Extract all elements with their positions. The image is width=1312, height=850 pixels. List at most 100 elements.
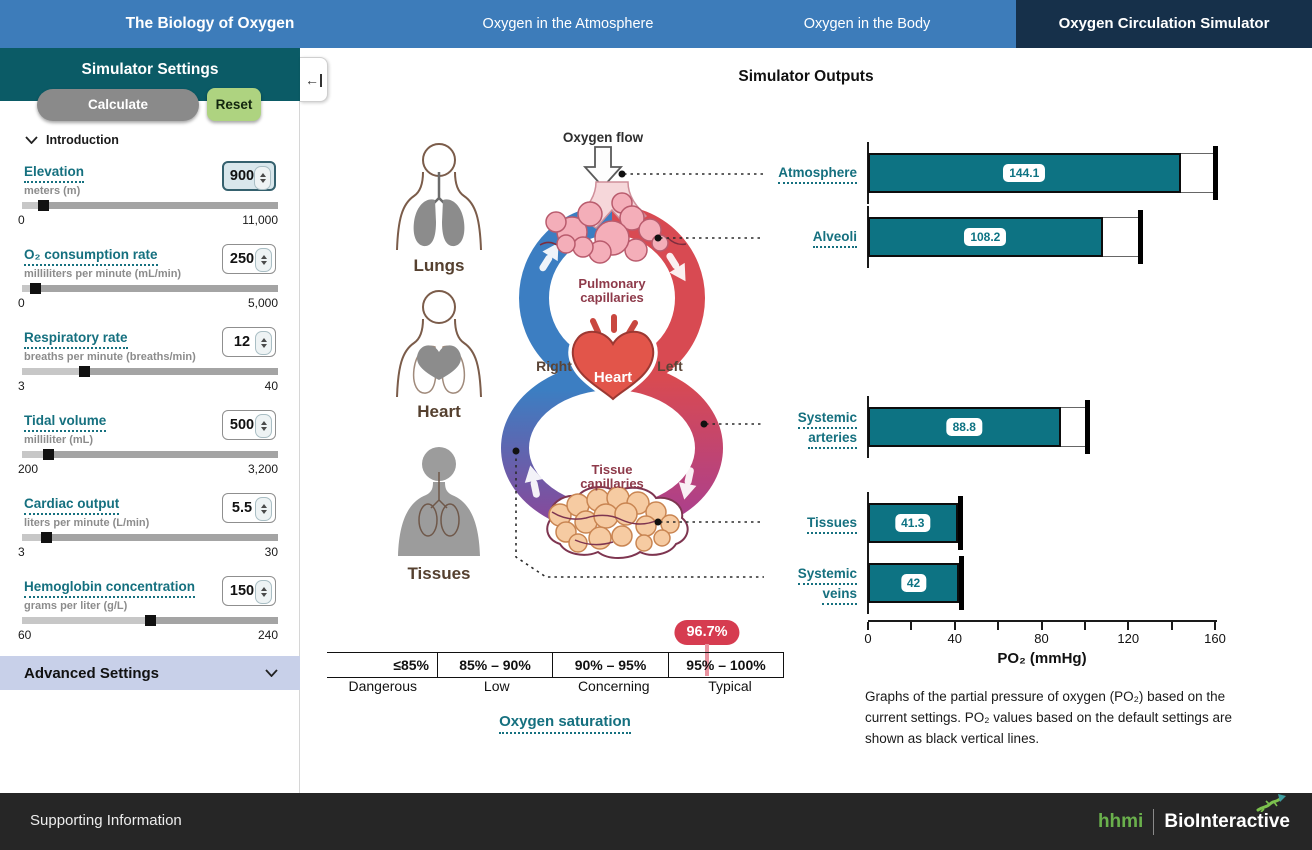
hemoglobin-concentration-slider-thumb[interactable] <box>145 615 156 626</box>
introduction-label: Introduction <box>46 133 119 147</box>
category-label-atmosphere[interactable]: Atmosphere <box>690 164 857 184</box>
nav-tab-1[interactable]: The Biology of Oxygen <box>125 15 295 32</box>
outputs-title: Simulator Outputs <box>738 68 874 85</box>
elevation-input[interactable]: 900 <box>222 161 276 191</box>
respiratory-rate-slider[interactable] <box>22 366 278 377</box>
tidal-volume-units-label: milliliter (mL) <box>24 434 94 446</box>
supporting-information-link[interactable]: Supporting Information <box>30 812 182 829</box>
x-axis <box>868 620 1217 622</box>
respiratory-rate-stepper[interactable] <box>255 331 272 355</box>
stepper-down-icon[interactable] <box>260 593 267 597</box>
stepper-up-icon[interactable] <box>259 173 266 177</box>
right-side-label: Right <box>536 358 572 374</box>
biointeractive-logo-text: BioInteractive <box>1164 811 1290 832</box>
stepper-up-icon[interactable] <box>260 587 267 591</box>
stepper-up-icon[interactable] <box>260 421 267 425</box>
tidal-volume-slider[interactable] <box>22 449 278 460</box>
elevation-slider[interactable] <box>22 200 278 211</box>
heart-figure-label: Heart <box>417 402 461 421</box>
elevation-stepper[interactable] <box>254 166 271 190</box>
axis-tick <box>997 622 1000 630</box>
nav-tab-3[interactable]: Oxygen in the Body <box>803 16 931 32</box>
hemoglobin-concentration-max-label: 240 <box>257 628 278 642</box>
hemoglobin-concentration-slider[interactable] <box>22 615 278 626</box>
default-value-marker <box>959 556 965 610</box>
hemoglobin-concentration-label[interactable]: Hemoglobin concentration <box>24 579 196 598</box>
flow-arrows <box>524 242 697 500</box>
stepper-down-icon[interactable] <box>260 510 267 514</box>
category-label-tissues[interactable]: Tissues <box>690 514 857 534</box>
o2-consumption-rate-slider[interactable] <box>22 283 278 294</box>
tidal-volume-stepper[interactable] <box>255 414 272 438</box>
o2-consumption-rate-input[interactable]: 250 <box>222 244 276 274</box>
respiratory-rate-min-label: 3 <box>18 379 25 393</box>
tidal-volume-slider-thumb[interactable] <box>42 449 54 460</box>
o2-consumption-rate-slider-thumb[interactable] <box>29 283 41 294</box>
axis-tick <box>1083 622 1086 630</box>
tidal-volume-max-label: 3,200 <box>247 462 278 476</box>
nav-tab-4[interactable]: Oxygen Circulation Simulator <box>1016 0 1312 48</box>
stepper-up-icon[interactable] <box>260 504 267 508</box>
bar-value-label: 108.2 <box>964 228 1007 246</box>
respiratory-rate-input[interactable]: 12 <box>222 327 276 357</box>
stepper-up-icon[interactable] <box>260 338 267 342</box>
x-axis-label: PO₂ (mmHg) <box>997 650 1087 667</box>
stepper-up-icon[interactable] <box>260 255 267 259</box>
o2-consumption-rate-min-label: 0 <box>18 296 25 310</box>
saturation-pointer-line <box>705 644 709 676</box>
tissue-cluster <box>546 486 689 559</box>
category-label-alveoli[interactable]: Alveoli <box>690 228 857 248</box>
cardiac-output-stepper[interactable] <box>255 497 272 521</box>
axis-tick-label: 160 <box>1204 631 1226 646</box>
stepper-down-icon[interactable] <box>260 261 267 265</box>
bar-value-label: 42 <box>900 574 927 592</box>
elevation-slider-thumb[interactable] <box>37 200 49 211</box>
saturation-range-cell: ≤85% <box>393 657 429 673</box>
slider-track-filled <box>22 202 43 209</box>
tidal-volume-input[interactable]: 500 <box>222 410 276 440</box>
respiratory-rate-slider-thumb[interactable] <box>79 366 91 377</box>
axis-tick <box>1170 622 1173 630</box>
elevation-max-label: 11,000 <box>242 213 278 227</box>
cardiac-output-label[interactable]: Cardiac output <box>24 496 120 515</box>
cardiac-output-input[interactable]: 5.5 <box>222 493 276 523</box>
default-value-marker <box>1084 400 1090 454</box>
saturation-category-label: Concerning <box>577 678 650 694</box>
axis-tick-label: 0 <box>864 631 872 646</box>
heart-loop-label: Heart <box>594 369 632 386</box>
hemoglobin-concentration-input[interactable]: 150 <box>222 576 276 606</box>
slider-track-filled <box>22 451 48 458</box>
collapse-sidebar-button[interactable]: ← <box>300 57 328 102</box>
respiratory-rate-label[interactable]: Respiratory rate <box>24 330 128 349</box>
stepper-down-icon[interactable] <box>259 179 266 183</box>
calculate-button[interactable]: Calculate <box>37 89 199 121</box>
nav-tab-2[interactable]: Oxygen in the Atmosphere <box>482 16 654 32</box>
oxygen-saturation-link[interactable]: Oxygen saturation <box>400 713 730 734</box>
axis-tick <box>1127 622 1130 630</box>
bar-value-label: 41.3 <box>895 514 931 532</box>
elevation-label[interactable]: Elevation <box>24 164 85 183</box>
cardiac-output-slider-thumb[interactable] <box>40 532 52 543</box>
saturation-range-cell: 85% – 90% <box>437 653 552 677</box>
stepper-down-icon[interactable] <box>260 344 267 348</box>
pulmonary-capillaries-label: Pulmonary <box>578 276 646 291</box>
hemoglobin-concentration-stepper[interactable] <box>255 580 272 604</box>
chevron-down-icon <box>25 136 38 144</box>
stepper-down-icon[interactable] <box>260 427 267 431</box>
o2-consumption-rate-label[interactable]: O₂ consumption rate <box>24 247 158 266</box>
tissues-figure <box>398 447 480 556</box>
introduction-section-toggle[interactable]: Introduction <box>25 133 119 147</box>
svg-text:capillaries: capillaries <box>580 290 644 305</box>
reset-button[interactable]: Reset <box>207 88 261 121</box>
o2-consumption-rate-stepper[interactable] <box>255 248 272 272</box>
axis-tick <box>953 622 956 630</box>
biointeractive-logo[interactable]: hhmi BioInteractive <box>1098 809 1290 835</box>
cardiac-output-slider[interactable] <box>22 532 278 543</box>
tidal-volume-label[interactable]: Tidal volume <box>24 413 107 432</box>
advanced-settings-toggle[interactable]: Advanced Settings <box>0 656 300 690</box>
